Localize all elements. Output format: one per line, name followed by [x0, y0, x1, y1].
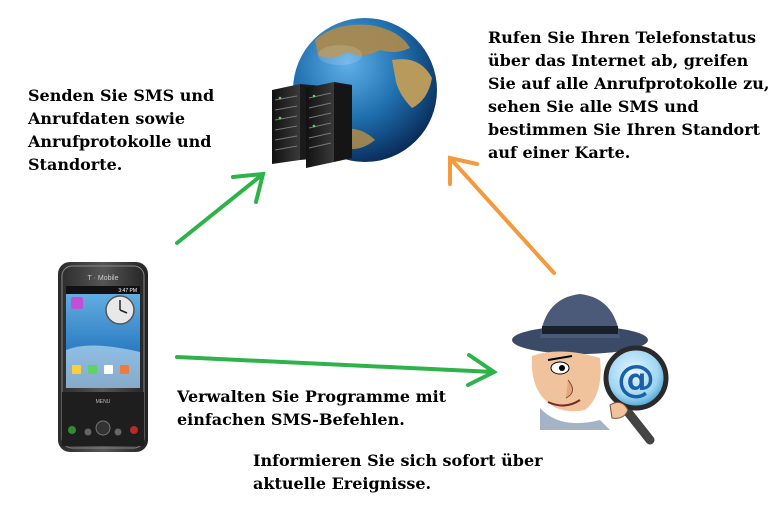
- caption-line: Standorte.: [28, 155, 123, 174]
- caption-line: Informieren Sie sich sofort über: [253, 451, 543, 470]
- caption-remote-access: Rufen Sie Ihren Telefonstatus über das I…: [488, 26, 769, 164]
- caption-instant-info: Informieren Sie sich sofort über aktuell…: [253, 449, 543, 495]
- caption-line: sehen Sie alle SMS und: [488, 97, 699, 116]
- server-rack-icon: [272, 82, 352, 168]
- caption-line: Anrufdaten sowie: [28, 109, 186, 128]
- caption-line: aktuelle Ereignisse.: [253, 474, 432, 493]
- arrow-phone-to-server: [175, 171, 266, 245]
- caption-line: über das Internet ab, greifen: [488, 51, 749, 70]
- caption-line: Senden Sie SMS und: [28, 86, 215, 105]
- caption-line: Sie auf alle Anrufprotokolle zu,: [488, 74, 770, 93]
- arrow-phone-to-spy: [175, 353, 498, 387]
- caption-line: Verwalten Sie Programme mit: [177, 387, 447, 406]
- caption-line: bestimmen Sie Ihren Standort: [488, 120, 761, 139]
- caption-line: Anrufprotokolle und: [28, 132, 212, 151]
- caption-manage-programs: Verwalten Sie Programme mit einfachen SM…: [177, 385, 446, 431]
- at-sign-icon: @: [617, 357, 655, 401]
- phone-menu-label: MENU: [96, 399, 111, 405]
- caption-line: auf einer Karte.: [488, 143, 631, 162]
- spy-detective-icon: @: [512, 294, 669, 445]
- phone-clock: 3:47 PM: [118, 288, 137, 294]
- smartphone-icon: T · Mobile 3:47 PM MENU: [58, 262, 148, 452]
- caption-line: einfachen SMS-Befehlen.: [177, 410, 405, 429]
- caption-send-data: Senden Sie SMS und Anrufdaten sowie Anru…: [28, 84, 214, 176]
- arrow-spy-to-globe: [448, 155, 556, 275]
- phone-brand: T · Mobile: [88, 275, 119, 282]
- caption-line: Rufen Sie Ihren Telefonstatus: [488, 28, 756, 47]
